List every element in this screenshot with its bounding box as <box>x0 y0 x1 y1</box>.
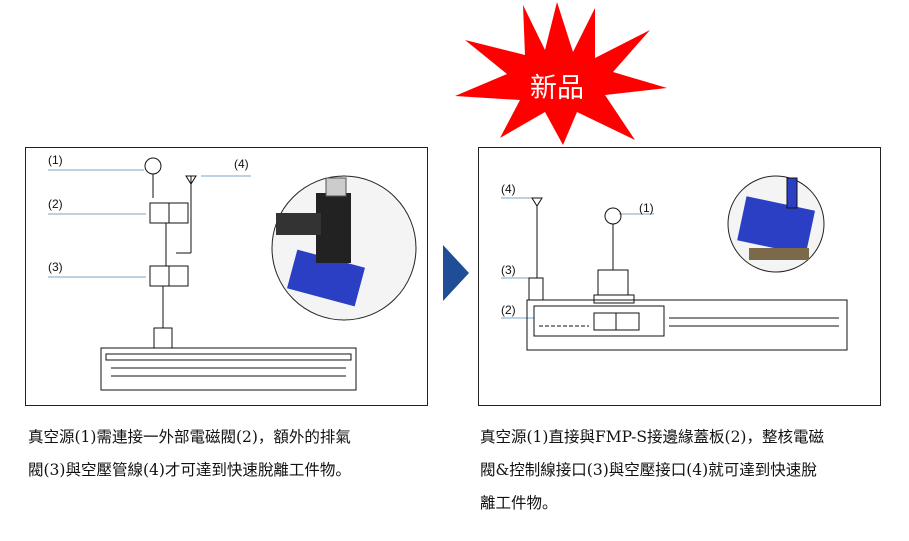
caption-line: 閥(3)與空壓管線(4)才可達到快速脫離工件物。 <box>28 461 351 479</box>
caption-line: 閥&控制線接口(3)與空壓接口(4)就可達到快速脫 <box>480 461 817 479</box>
left-caption: 真空源(1)需連接一外部電磁閥(2)，額外的排氣 閥(3)與空壓管線(4)才可達… <box>28 421 438 487</box>
caption-line: 離工件物。 <box>480 494 558 512</box>
integrated-valve-schematic: (4) (1) (3) (2) <box>501 175 848 351</box>
label-3: (3) <box>501 263 516 277</box>
label-2: (2) <box>501 303 516 317</box>
label-4: (4) <box>501 182 516 196</box>
left-diagram-panel: (1) (2) (3) (4) <box>25 147 428 406</box>
external-valve-schematic: (1) (2) (3) (4) <box>48 153 417 391</box>
caption-line: 真空源(1)需連接一外部電磁閥(2)，額外的排氣 <box>28 428 351 446</box>
label-3: (3) <box>48 260 63 274</box>
new-product-starburst: 新品 <box>455 2 667 145</box>
next-arrow-icon <box>443 245 469 301</box>
label-4: (4) <box>234 157 249 171</box>
right-diagram-panel: (4) (1) (3) (2) <box>478 147 881 406</box>
right-caption: 真空源(1)直接與FMP-S接邊緣蓋板(2)，整核電磁 閥&控制線接口(3)與空… <box>480 421 880 520</box>
label-1: (1) <box>48 153 63 167</box>
new-product-label: 新品 <box>530 73 584 104</box>
caption-line: 真空源(1)直接與FMP-S接邊緣蓋板(2)，整核電磁 <box>480 428 824 446</box>
label-2: (2) <box>48 197 63 211</box>
label-1: (1) <box>639 201 654 215</box>
